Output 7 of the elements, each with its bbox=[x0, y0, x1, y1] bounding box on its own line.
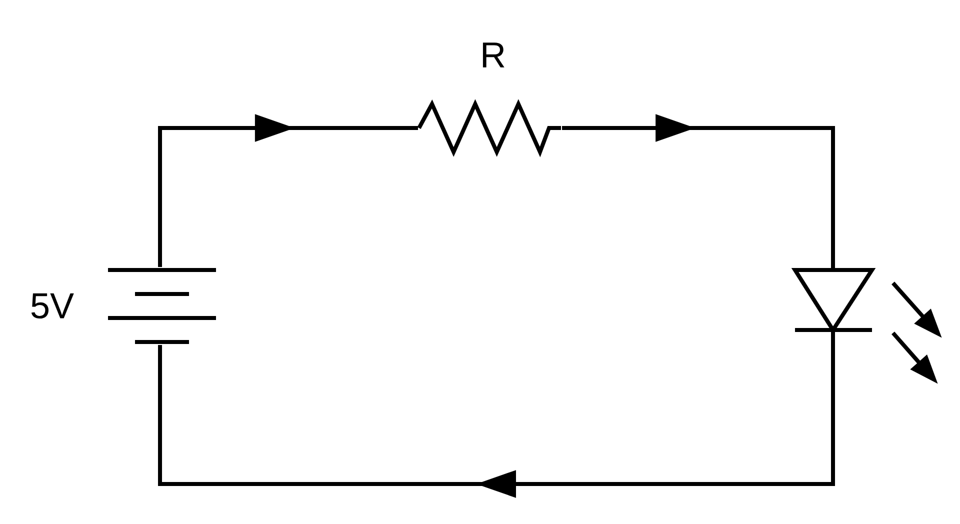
battery-symbol bbox=[108, 268, 216, 344]
wire-arrow bbox=[158, 114, 418, 267]
resistor-symbol bbox=[417, 99, 561, 158]
component-label: 5V bbox=[31, 293, 74, 319]
wire-arrow bbox=[562, 114, 835, 268]
wire-arrow bbox=[158, 332, 835, 498]
component-label: R bbox=[482, 42, 504, 68]
